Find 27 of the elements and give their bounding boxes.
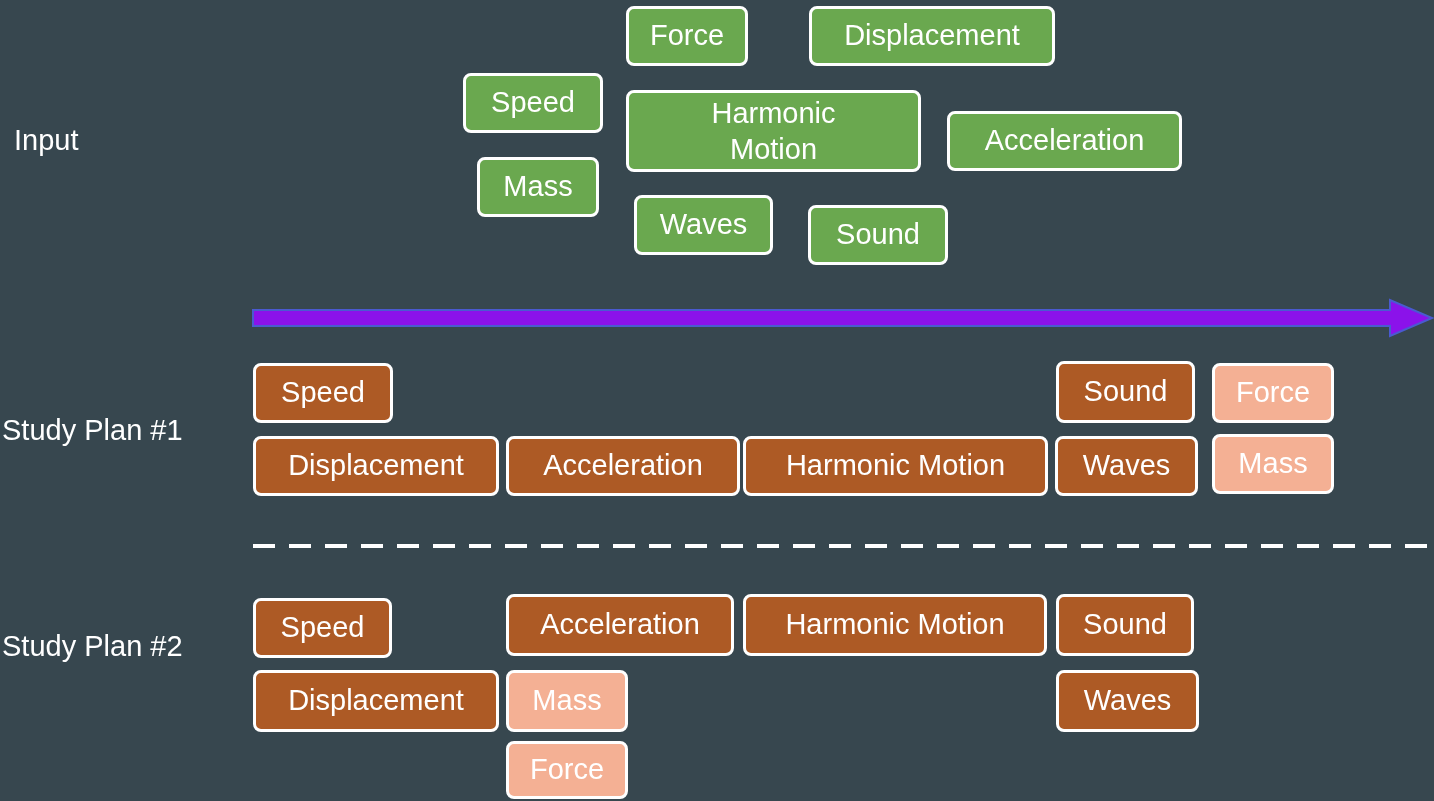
- topic-box: Displacement: [253, 670, 499, 732]
- topic-box: Harmonic Motion: [743, 594, 1047, 656]
- topic-box: Acceleration: [506, 436, 740, 496]
- topic-box: Speed: [253, 363, 393, 423]
- topic-box: Waves: [634, 195, 773, 255]
- topic-box: Harmonic Motion: [743, 436, 1048, 496]
- topic-box: Mass: [1212, 434, 1334, 494]
- topic-box: Displacement: [809, 6, 1055, 66]
- topic-box: Mass: [477, 157, 599, 217]
- row-label: Study Plan #2: [2, 630, 183, 663]
- topic-box: Acceleration: [947, 111, 1182, 171]
- topic-box: Waves: [1056, 670, 1199, 732]
- topic-box: Displacement: [253, 436, 499, 496]
- topic-box: Sound: [808, 205, 948, 265]
- row-label: Study Plan #1: [2, 414, 183, 447]
- topic-box: Harmonic Motion: [626, 90, 921, 172]
- topic-box: Waves: [1055, 436, 1198, 496]
- topic-box: Mass: [506, 670, 628, 732]
- row-label: Input: [14, 124, 79, 157]
- topic-box: Force: [1212, 363, 1334, 423]
- topic-box: Acceleration: [506, 594, 734, 656]
- topic-box: Sound: [1056, 594, 1194, 656]
- topic-box: Force: [626, 6, 748, 66]
- topic-box: Force: [506, 741, 628, 799]
- topic-box: Speed: [463, 73, 603, 133]
- topic-box: Sound: [1056, 361, 1195, 423]
- topic-box: Speed: [253, 598, 392, 658]
